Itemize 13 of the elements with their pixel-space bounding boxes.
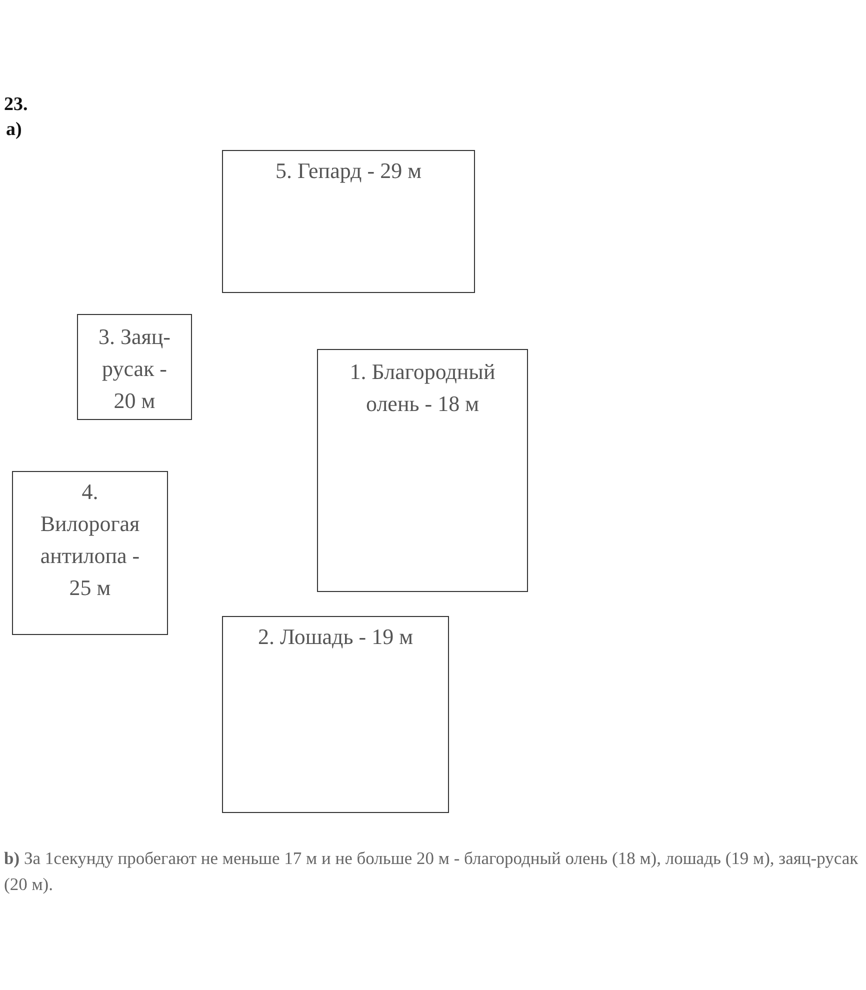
rectangle-frame: [77, 314, 192, 420]
animal-speed-label: 4. Вилорогая антилопа - 25 м: [39, 478, 141, 602]
animal-speed-label: 1. Благородный олень - 18 м: [348, 358, 496, 418]
rectangle-frame: [12, 471, 168, 635]
answer-text: b) За 1секунду пробегают не меньше 17 м и не больше 20 м - благородный олень (18 м), лошадь (19 м), заяц-русак (20 м).: [4, 847, 860, 896]
rectangle-frame: [222, 150, 475, 293]
rectangle-frame: [222, 616, 449, 813]
animal-speed-label: 2. Лошадь - 19 м: [256, 623, 414, 651]
part-marker: a): [6, 119, 22, 141]
task-number: 23.: [4, 94, 28, 116]
animal-speed-label: 3. Заяц-русак - 20 м: [97, 323, 172, 415]
animal-speed-label: 5. Гепард - 29 м: [274, 157, 422, 185]
rectangle-frame: [317, 349, 528, 592]
